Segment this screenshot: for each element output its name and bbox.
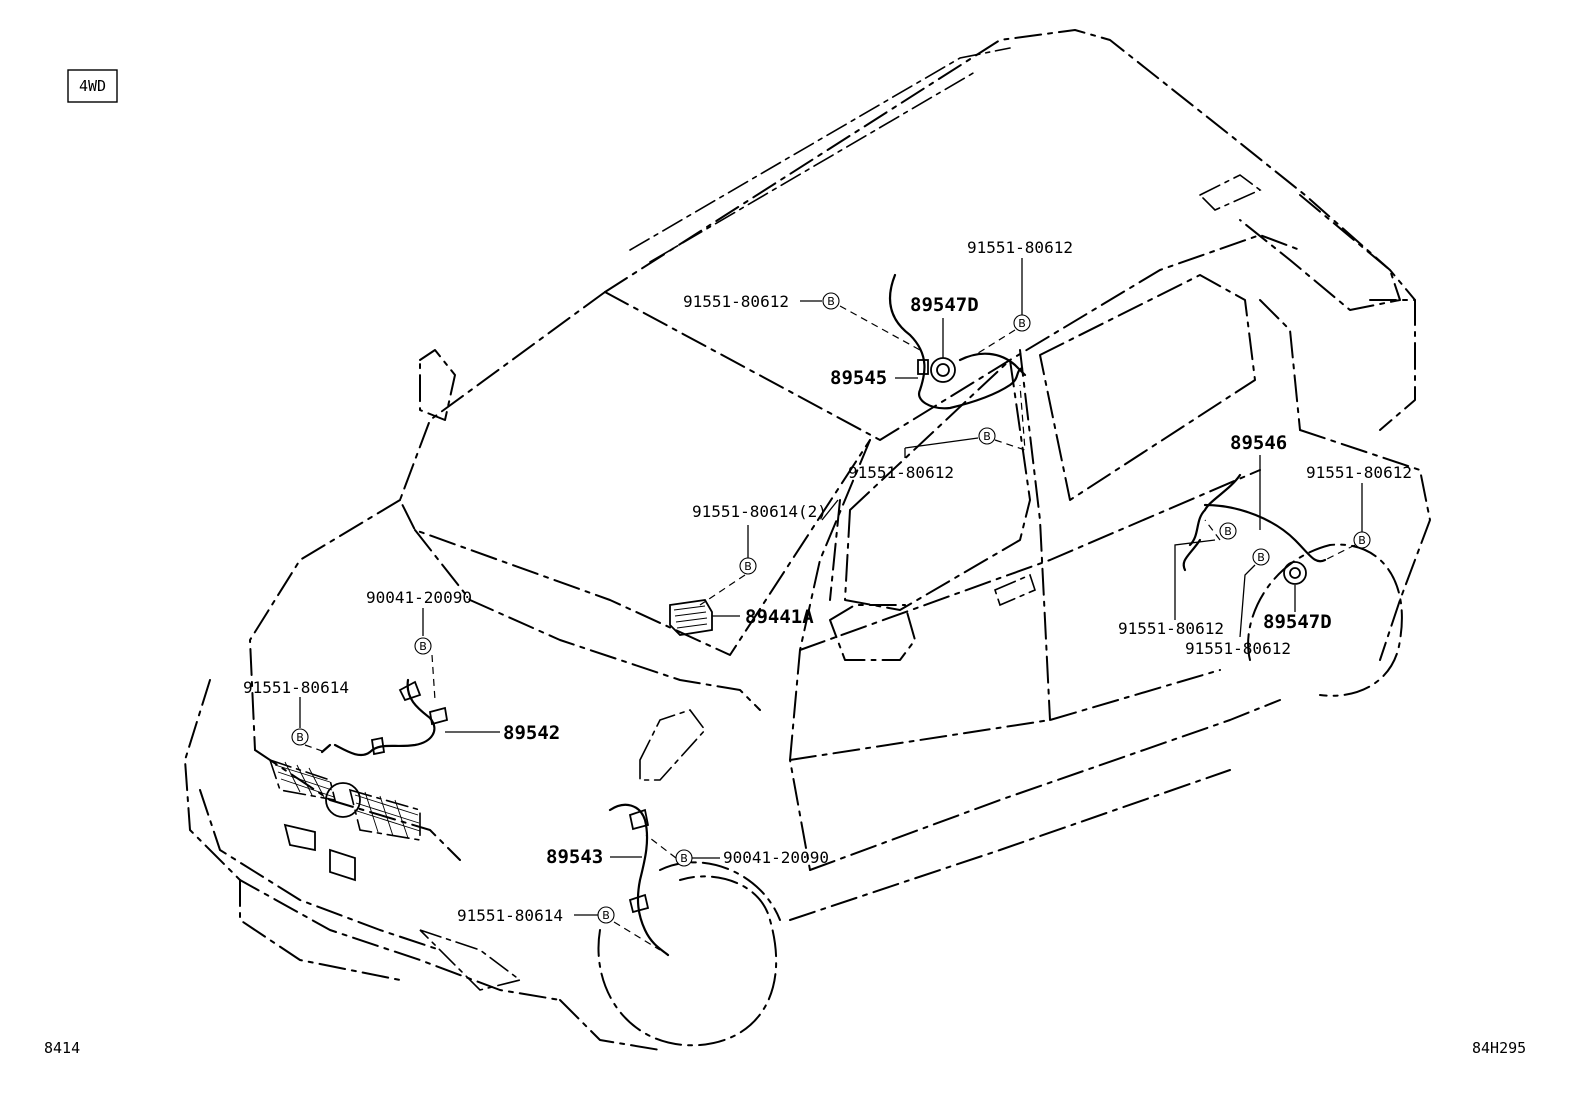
vehicle-outline [184, 29, 1431, 1051]
callout-91551-80612: 91551-80612 [1306, 463, 1412, 482]
bolt-marker: B [1219, 522, 1237, 540]
callout-89546: 89546 [1230, 432, 1287, 454]
svg-text:B: B [1224, 525, 1232, 538]
callout-91551-80614: 91551-80614 [243, 678, 349, 697]
callout-89547d: 89547D [910, 294, 979, 316]
svg-text:B: B [827, 295, 835, 308]
svg-text:B: B [296, 731, 304, 744]
svg-text:B: B [1358, 534, 1366, 547]
bolt-marker: B [822, 292, 840, 310]
callout-91551-80612: 91551-80612 [1118, 619, 1224, 638]
part-labels: 91551-80612 89547D 91551-80612 89545 915… [243, 238, 1412, 925]
bolt-marker: B [739, 557, 757, 575]
svg-text:B: B [602, 909, 610, 922]
svg-text:B: B [1257, 551, 1265, 564]
variant-badge: 4WD [67, 69, 118, 103]
abs-sensor-rotor-89547d-rear-right [1283, 561, 1307, 585]
footer-right-code: 84H295 [1472, 1039, 1526, 1057]
bolt-marker: B [978, 427, 996, 445]
callout-91551-80614-2: 91551-80614(2) [692, 502, 827, 521]
front-emblem [325, 782, 361, 818]
callout-91551-80612: 91551-80612 [1185, 639, 1291, 658]
abs-sensor-rotor-89547d-rear [930, 357, 956, 383]
harness-89546 [1182, 473, 1327, 585]
callout-91551-80612: 91551-80612 [967, 238, 1073, 257]
callout-89543: 89543 [546, 846, 603, 868]
callout-91551-80612: 91551-80612 [683, 292, 789, 311]
svg-text:B: B [680, 852, 688, 865]
bolt-markers: B B B B B B B B B B B [291, 292, 1371, 924]
bolt-marker: B [414, 637, 432, 655]
harness-89543 [608, 803, 670, 957]
bolt-marker: B [291, 728, 309, 746]
callout-91551-80612: 91551-80612 [848, 463, 954, 482]
callout-89545: 89545 [830, 367, 887, 389]
callout-89542: 89542 [503, 722, 560, 744]
callout-89441a: 89441A [745, 606, 814, 628]
bolt-marker: B [1013, 314, 1031, 332]
front-grille [274, 761, 421, 882]
svg-text:B: B [1018, 317, 1026, 330]
bolt-marker: B [597, 906, 615, 924]
callout-90041-20090: 90041-20090 [723, 848, 829, 867]
callout-90041-20090: 90041-20090 [366, 588, 472, 607]
svg-text:4WD: 4WD [79, 77, 106, 95]
footer-left-code: 8414 [44, 1039, 80, 1057]
leader-lines [299, 258, 1363, 951]
harness-89542 [320, 678, 449, 757]
callout-91551-80614: 91551-80614 [457, 906, 563, 925]
callout-89547d: 89547D [1263, 611, 1332, 633]
svg-text:B: B [983, 430, 991, 443]
svg-text:B: B [744, 560, 752, 573]
bolt-marker: B [1252, 548, 1270, 566]
bolt-marker: B [675, 849, 693, 867]
abs-ecu-89441a [669, 599, 713, 636]
bolt-marker: B [1353, 531, 1371, 549]
svg-text:B: B [419, 640, 427, 653]
